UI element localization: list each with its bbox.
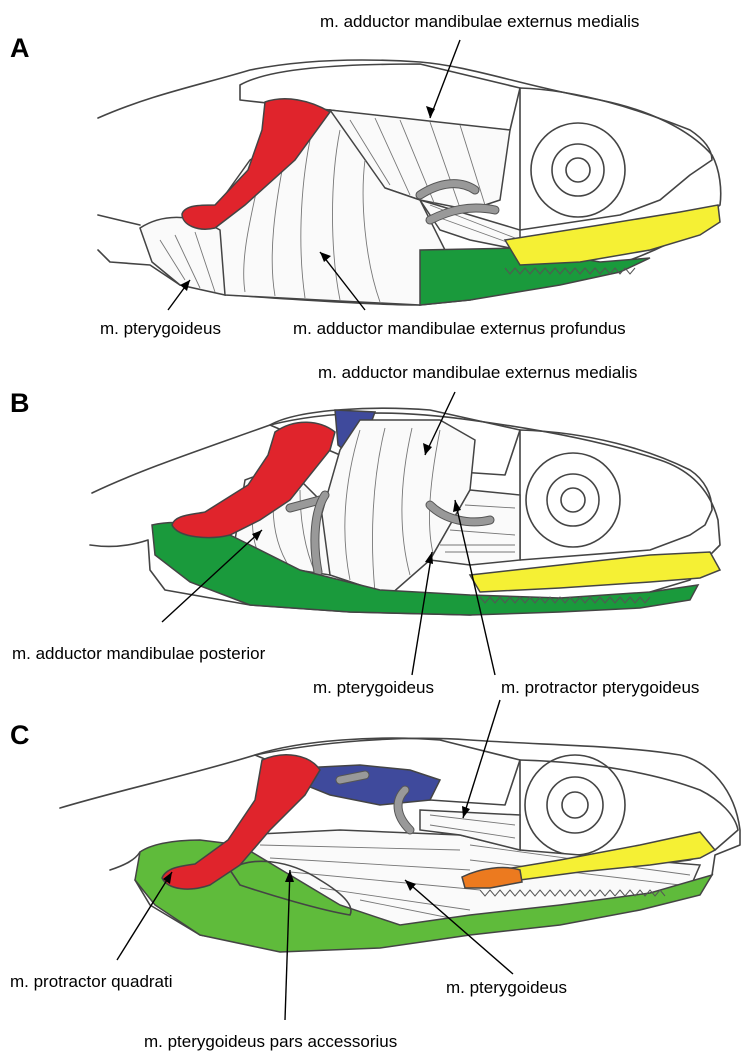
panel-b-label-pterygoideus: m. pterygoideus [313, 678, 434, 697]
panel-a-nasal [520, 88, 712, 230]
panel-c-label-accessorius: m. pterygoideus pars accessorius [144, 1032, 397, 1051]
panel-c-letter: C [10, 720, 30, 750]
panel-c-label-protractor-quadrati: m. protractor quadrati [10, 972, 173, 991]
panel-b: B [10, 363, 720, 697]
panel-c-blue-bone [300, 765, 440, 805]
panel-a-label-medialis: m. adductor mandibulae externus medialis [320, 12, 639, 31]
panel-b-letter: B [10, 388, 30, 418]
panel-a-label-pterygoideus: m. pterygoideus [100, 319, 221, 338]
panel-b-eye [526, 453, 620, 547]
panel-a-eye [531, 123, 625, 217]
panel-c: C [10, 700, 740, 1051]
panel-a: A [10, 12, 721, 338]
panel-c-eye [525, 755, 625, 855]
panel-a-maxilla [505, 205, 720, 265]
panel-a-label-profundus: m. adductor mandibulae externus profundu… [293, 319, 626, 338]
panel-b-label-posterior: m. adductor mandibulae posterior [12, 644, 266, 663]
panel-b-label-protractor: m. protractor pterygoideus [501, 678, 699, 697]
panel-b-adductor-medialis [320, 420, 475, 595]
panel-a-letter: A [10, 33, 30, 63]
panel-b-label-medialis: m. adductor mandibulae externus medialis [318, 363, 637, 382]
panel-c-label-pterygoideus: m. pterygoideus [446, 978, 567, 997]
